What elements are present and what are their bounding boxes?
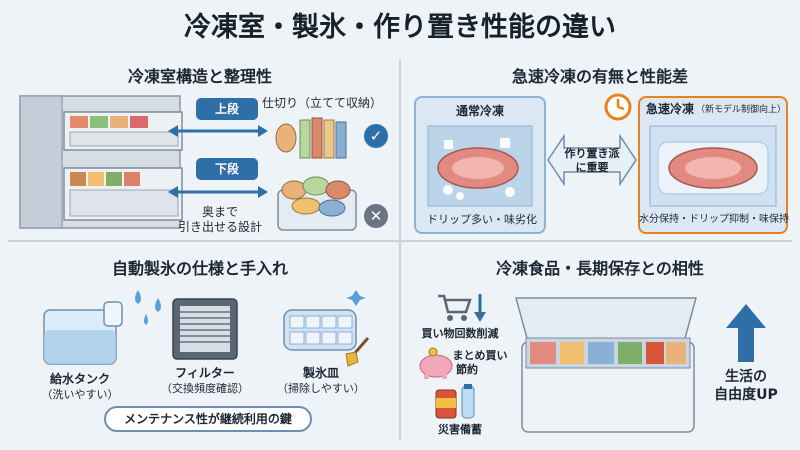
disaster-label: 災害備蓄 [438,423,482,436]
double-arrow-upper [168,125,268,137]
quick-freeze-caption: 水分保持・ドリップ抑制・味保持 [639,214,789,225]
save-label-line2: 節約 [456,363,478,376]
filter-label: フィルター [175,366,235,380]
cart-icon [438,294,486,322]
lower-tag: 下段 [196,158,258,180]
tray-label: 製氷皿 [302,366,339,380]
quick-freeze-meat-illustration [649,125,777,207]
lower-caption-line1: 奥まで [201,205,238,219]
storage-section-title: 冷凍室構造と整理性 [127,67,272,86]
water-drops-illustration [135,290,161,325]
normal-freeze-meat-illustration [427,125,533,207]
ice-footer: メンテナンス性が継続利用の鍵 [104,406,312,432]
freedom-line1: 生活の [725,369,767,385]
double-arrow-lower [168,186,268,198]
quick-freeze-section-title: 急速冷凍の有無と性能差 [511,67,688,86]
canned-food-icon [435,384,475,419]
brush-icon [345,337,370,367]
upright-storage-illustration [275,117,347,159]
tank-sub: （洗いやすい） [41,388,119,401]
chest-freezer-illustration [515,297,697,433]
center-label-line2: に重要 [575,161,609,174]
piggy-bank-icon [419,347,453,379]
cross-icon: ✕ [364,204,388,228]
up-arrow-icon [726,304,766,362]
save-label-line1: まとめ買い [452,349,508,362]
frozen-food-section-title: 冷凍食品・長期保存との相性 [496,259,704,278]
lower-caption-line2: 引き出せる設計 [177,220,262,234]
messy-container-illustration [277,176,357,231]
quick-freeze-note: （新モデル制御向上） [696,105,787,115]
upper-tag: 上段 [196,98,258,120]
check-icon: ✓ [364,124,388,148]
bulk-label: 買い物回数削減 [421,327,499,340]
filter-illustration [172,298,238,360]
center-label-line1: 作り置き派 [564,147,620,160]
fridge-illustration [19,95,183,229]
ice-tray-illustration [283,290,366,351]
normal-freeze-caption: ドリップ多い・味劣化 [427,213,537,226]
vertical-divider [399,60,401,440]
filter-sub: （交換頻度確認） [161,382,249,395]
quick-freeze-label: 急速冷凍 [645,102,694,116]
freedom-line2: 自由度UP [714,387,778,403]
clock-icon [604,93,632,121]
page-title: 冷凍室・製氷・作り置き性能の違い [184,12,616,43]
tray-sub: （掃除しやすい） [277,382,365,395]
center-double-arrow [547,133,637,187]
ice-section-title: 自動製氷の仕様と手入れ [111,259,288,278]
tank-label: 給水タンク [49,372,110,386]
horizontal-divider [8,240,792,242]
water-tank-illustration [43,301,123,365]
upper-caption: 仕切り（立てて収納） [261,96,382,110]
normal-freeze-label: 通常冷凍 [455,104,504,118]
